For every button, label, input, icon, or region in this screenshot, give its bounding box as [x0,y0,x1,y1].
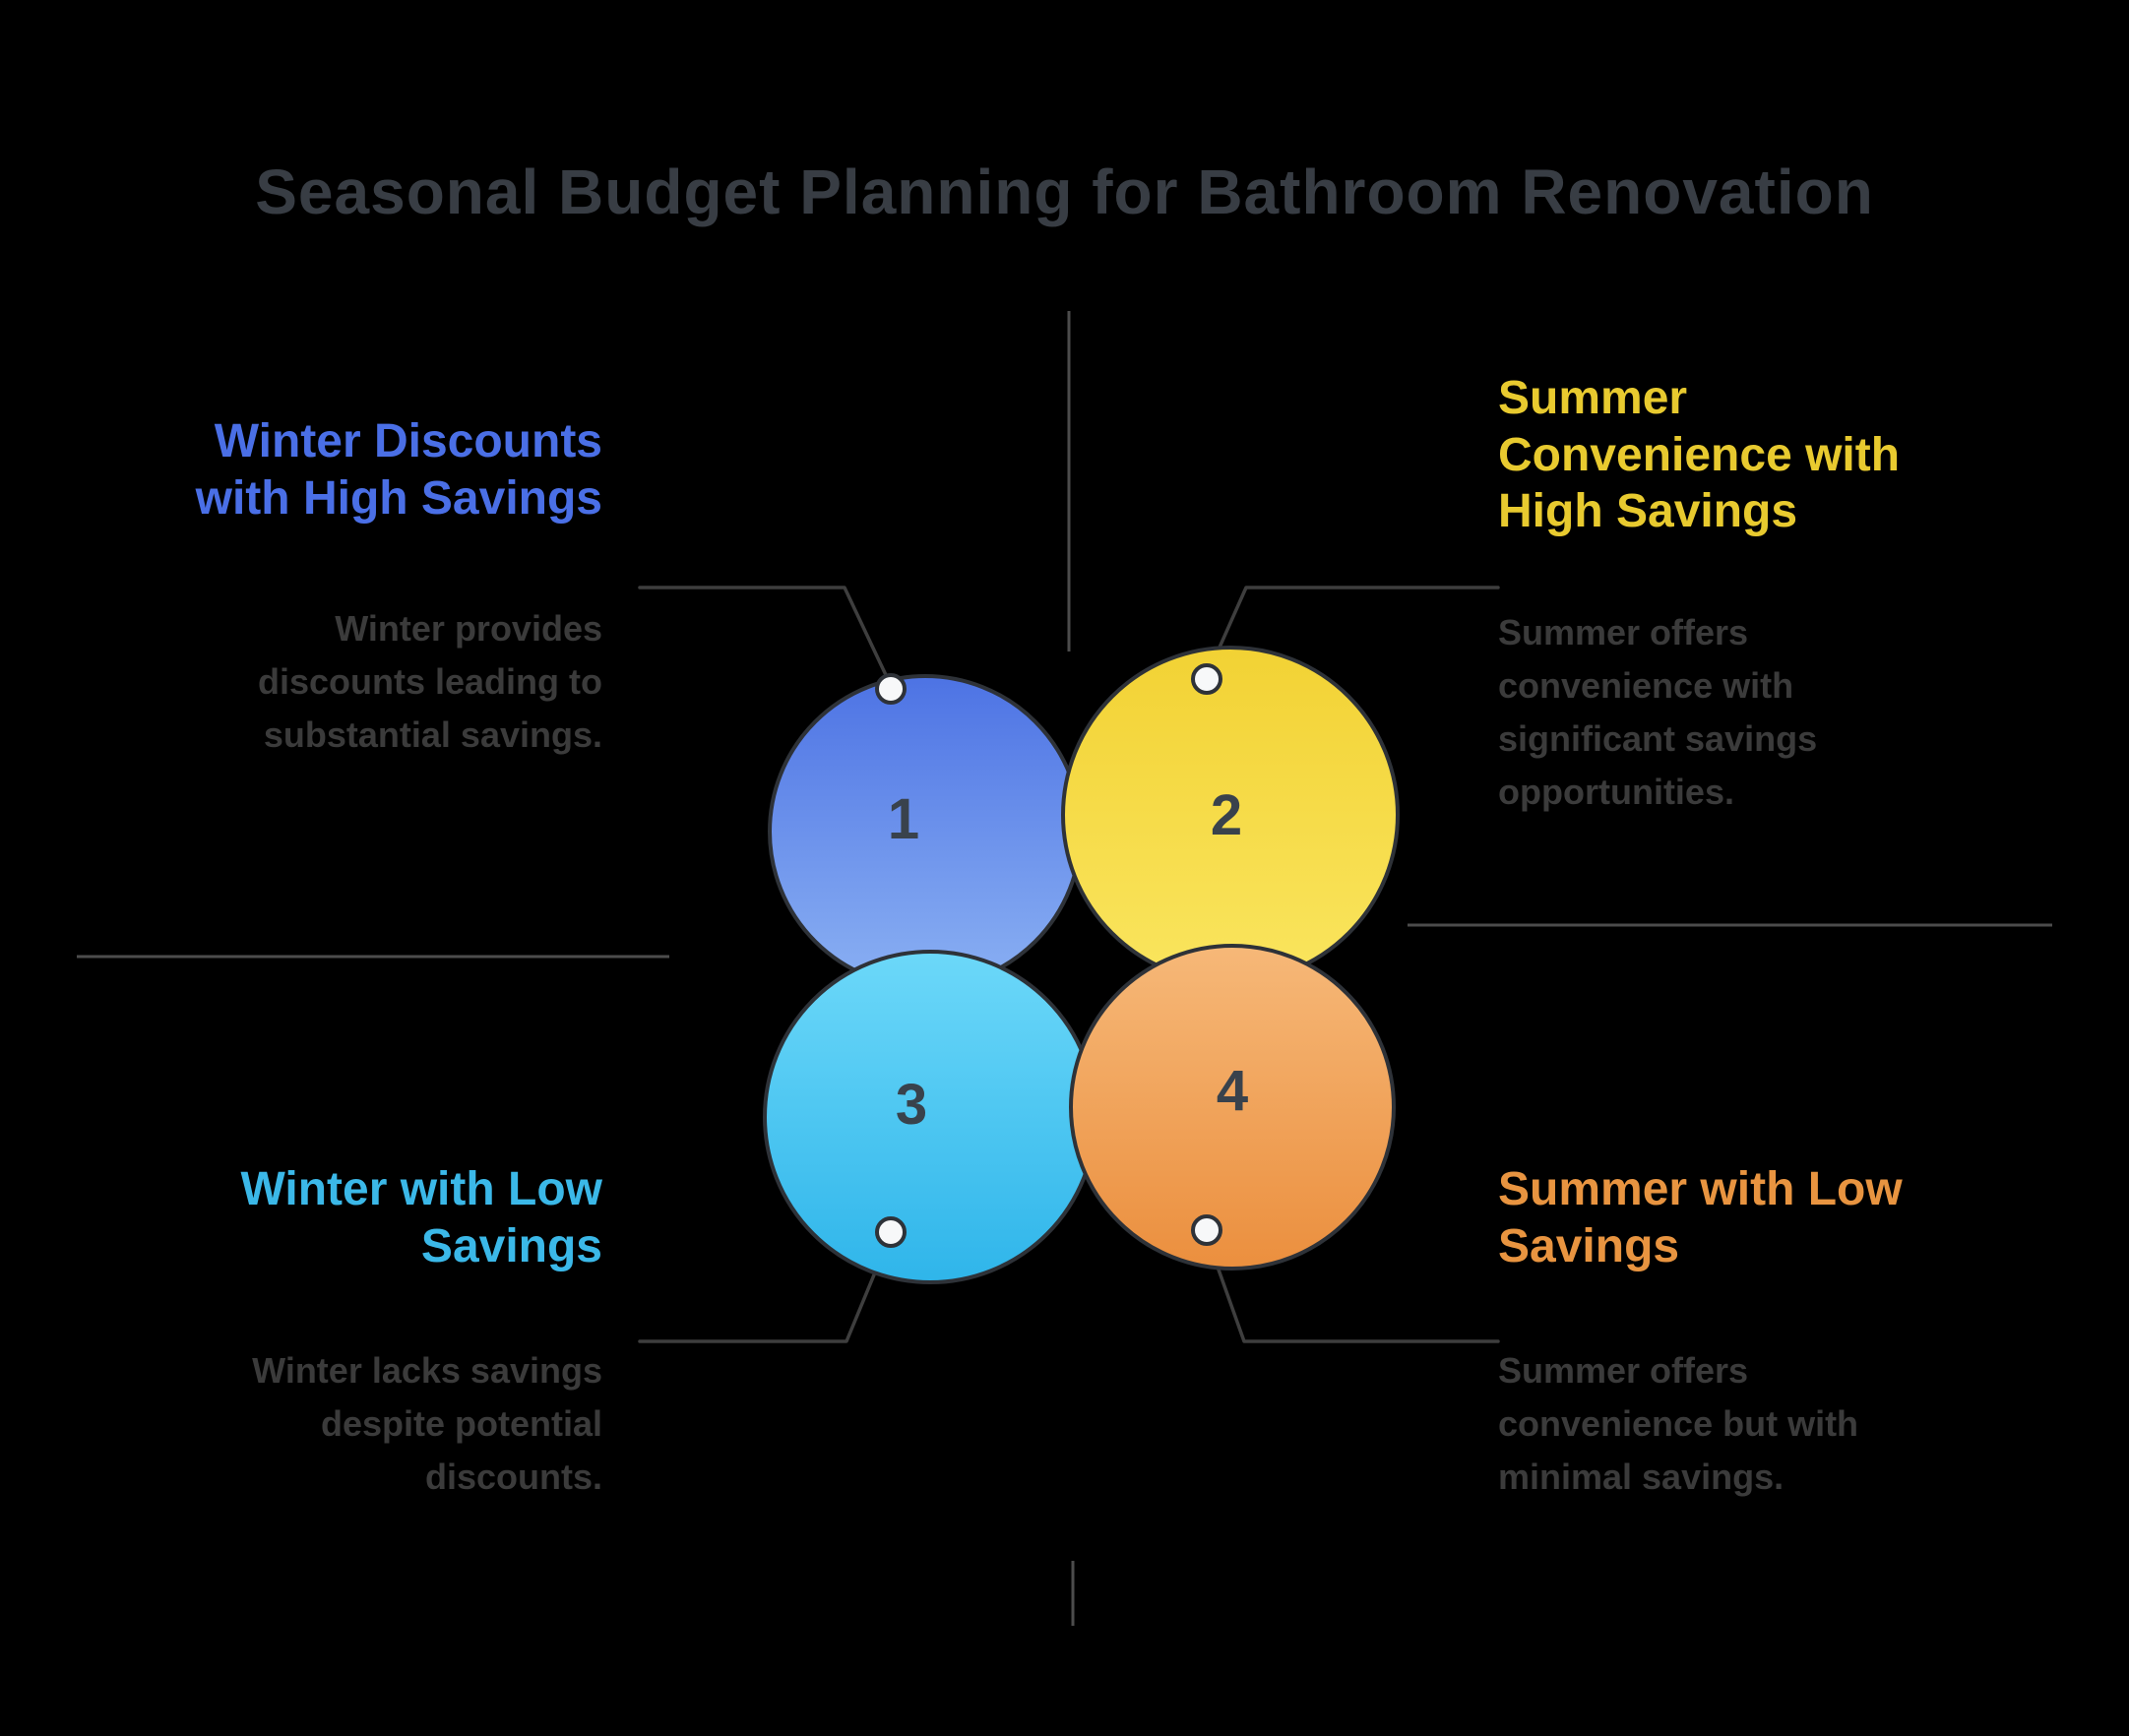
heading-winter-high-savings: Winter Discounts with High Savings [195,415,602,525]
heading-summer-high-savings: Summer Convenience with High Savings [1498,372,1901,538]
description-summer-high-savings: Summer offers convenience with significa… [1498,612,1818,812]
heading-summer-low-savings: Summer with Low Savings [1498,1163,1903,1272]
anchor-ring-summer-high [1191,663,1222,695]
description-summer-low-savings: Summer offers convenience but with minim… [1498,1350,1859,1497]
anchor-ring-winter-high [875,673,907,705]
anchor-ring-summer-low [1191,1214,1222,1246]
step-number-1: 1 [888,787,919,851]
circle-summer-low [1069,944,1396,1271]
anchor-ring-winter-low [875,1216,907,1248]
step-number-4: 4 [1217,1059,1248,1123]
page-title: Seasonal Budget Planning for Bathroom Re… [255,156,1874,227]
circle-winter-high [768,674,1083,989]
connector-winter-high [638,586,889,679]
connector-winter-low [638,1242,889,1343]
description-winter-high-savings: Winter provides discounts leading to sub… [257,608,602,755]
description-winter-low-savings: Winter lacks savings despite potential d… [252,1350,602,1497]
connector-summer-low [1207,1240,1500,1343]
heading-winter-low-savings: Winter with Low Savings [240,1163,602,1272]
step-number-3: 3 [896,1073,927,1137]
circle-winter-low [763,950,1097,1284]
connector-summer-high [1209,586,1500,669]
step-number-2: 2 [1211,783,1242,847]
